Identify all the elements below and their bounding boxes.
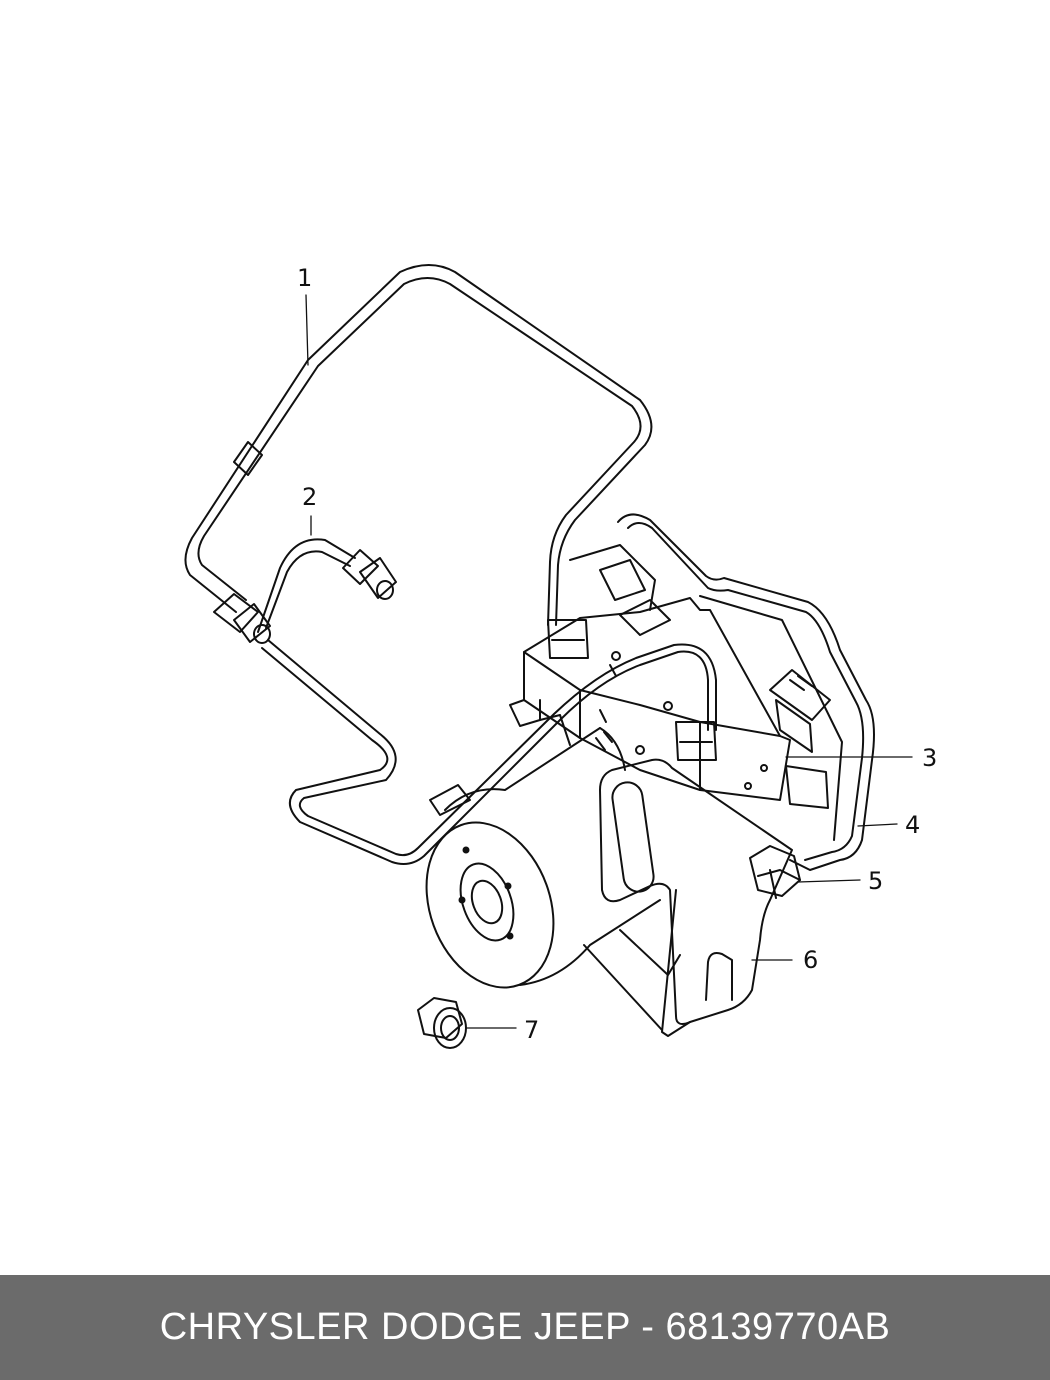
mounting-bracket: [583, 758, 793, 1037]
callout-labels: 1 2 3 4 5 6 7: [297, 264, 937, 1044]
callout-7: 7: [524, 1016, 539, 1044]
hydraulic-control-unit: [509, 544, 791, 801]
nut: [417, 997, 467, 1049]
bolt: [749, 845, 801, 899]
pump-motor: [425, 727, 661, 989]
brake-line-short: [213, 538, 717, 865]
callout-1: 1: [297, 264, 312, 292]
callout-4: 4: [905, 811, 920, 839]
callout-2: 2: [302, 483, 317, 511]
control-module: [617, 513, 875, 871]
leader-lines: [305, 294, 913, 1029]
callout-5: 5: [868, 867, 883, 895]
callout-3: 3: [922, 744, 937, 772]
part-number-caption: CHRYSLER DODGE JEEP - 68139770AB: [159, 1306, 891, 1348]
footer-banner: CHRYSLER DODGE JEEP - 68139770AB: [0, 1275, 1050, 1380]
callout-6: 6: [803, 946, 818, 974]
abs-module-exploded-diagram: 1 2 3 4 5 6 7: [184, 264, 937, 1049]
brake-line-long: [184, 264, 653, 659]
